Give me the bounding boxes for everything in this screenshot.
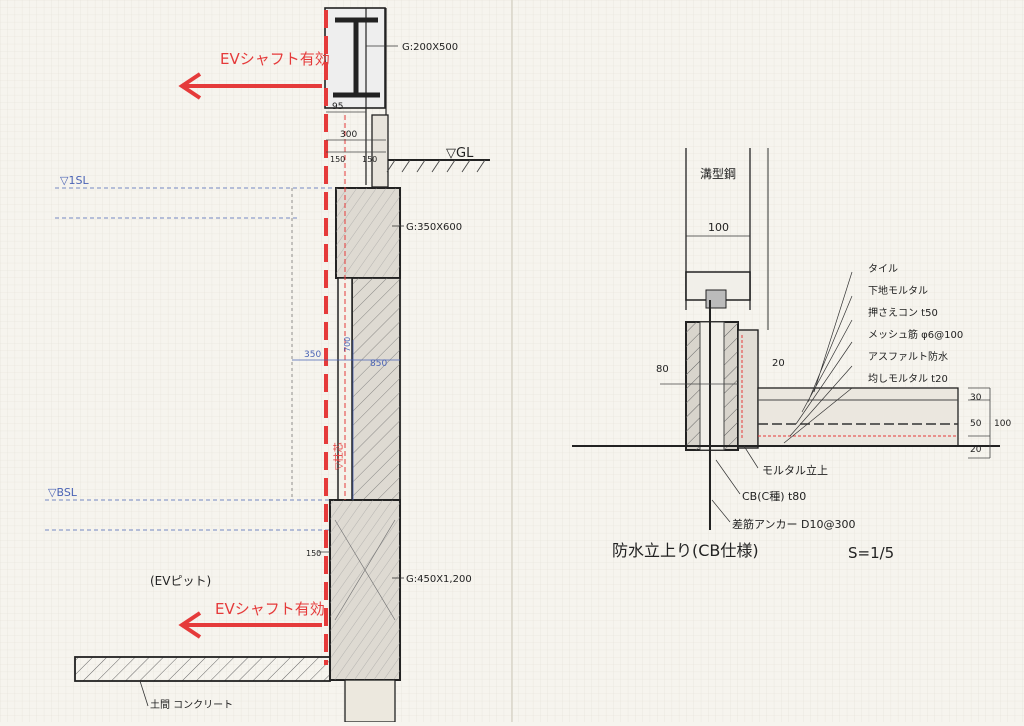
leader-floor [139, 680, 149, 707]
footing [344, 679, 396, 723]
dim-700: 700 [343, 337, 352, 352]
gl-label: ▽GL [446, 146, 474, 161]
i-beam-section [333, 17, 380, 98]
steel-label: 溝型鋼 [700, 167, 736, 181]
side-dim-lines [968, 387, 991, 459]
pit-label: (EVピット) [150, 574, 211, 588]
ground-hatch [386, 159, 486, 173]
cb-wall-core [699, 321, 725, 451]
beam-label-bottom: G:450X1,200 [406, 574, 472, 585]
dim-150a: 150 [330, 155, 345, 164]
column-center-label: ▽柱芯 [332, 442, 345, 470]
dim-850: 850 [370, 359, 387, 369]
level-bsl-label: ▽BSL [48, 486, 78, 499]
layer-label-3: メッシュ筋 φ6@100 [868, 328, 963, 341]
right-detail: 溝型鋼 100 30 50 20 100 80 20 タイル 下地モルタル [572, 148, 1011, 562]
ev-shaft-arrow-bottom-head [178, 611, 202, 639]
beam-450x1200-fill [330, 500, 400, 680]
mortar-upstand [737, 329, 759, 449]
dim-lines-mid [292, 340, 400, 500]
ev-shaft-label-top: EVシャフト有効 [220, 50, 330, 68]
beam-label-top: G:200X500 [402, 42, 458, 53]
bottom-label-0: モルタル立上 [762, 463, 828, 477]
dim-100: 100 [708, 221, 729, 234]
bottom-label-2: 差筋アンカー D10@300 [732, 517, 856, 531]
channel-flange [685, 271, 751, 301]
dim-300: 300 [340, 130, 357, 140]
layer-label-1: 下地モルタル [868, 284, 928, 297]
detail-title: 防水立上り(CB仕様) [612, 541, 759, 560]
ev-shaft-arrow-top-head [178, 72, 202, 100]
dim-150b: 150 [362, 155, 377, 164]
side-dim-20: 20 [970, 445, 982, 455]
dim-20: 20 [772, 358, 785, 369]
dim-150c: 150 [306, 549, 321, 558]
layer-label-5: 均しモルタル t20 [868, 373, 948, 385]
floor-label: 土間 コンクリート [150, 698, 233, 711]
dim-350: 350 [304, 350, 321, 360]
beam-450x1200-cross [334, 519, 396, 621]
side-dim-30: 30 [970, 393, 982, 403]
side-dim-total: 100 [994, 419, 1011, 429]
floor-layers [757, 387, 959, 447]
beam-350x600-fill [336, 188, 400, 278]
pit-floor-slab [74, 656, 331, 682]
dim-lines-top [326, 111, 386, 153]
detail-scale: S=1/5 [848, 544, 894, 562]
layer-leaders [783, 271, 853, 444]
layer-label-4: アスファルト防水 [868, 350, 948, 363]
bottom-label-1: CB(C種) t80 [742, 489, 806, 503]
beam-label-mid: G:350X600 [406, 222, 462, 233]
side-dim-50: 50 [970, 419, 982, 429]
level-1sl-label: ▽1SL [60, 174, 89, 187]
ev-shaft-label-bottom: EVシャフト有効 [215, 600, 325, 618]
dim-80: 80 [656, 364, 669, 375]
left-section: EVシャフト有効 EVシャフト有効 G:200X500 G:350X600 G:… [45, 7, 490, 723]
bottom-leaders [711, 445, 759, 523]
layer-label-2: 押さえコン t50 [868, 306, 938, 319]
wall-upper [371, 114, 389, 188]
wall-middle-hatch [352, 278, 400, 500]
dim-95: 95 [332, 102, 343, 112]
layer-label-0: タイル [868, 263, 898, 275]
